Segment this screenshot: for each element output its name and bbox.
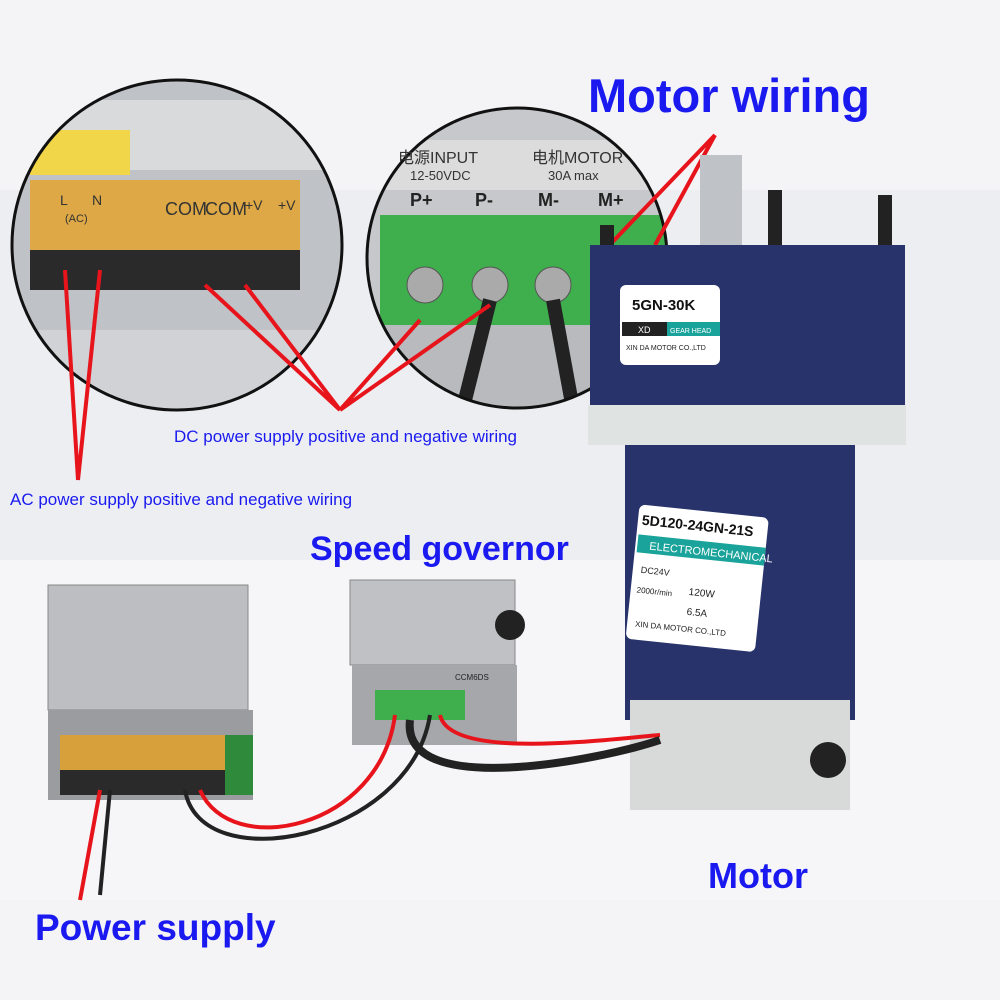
psu-label-l: L bbox=[60, 192, 68, 208]
psu-label-v2: +V bbox=[278, 197, 296, 213]
gearhead-type: GEAR HEAD bbox=[670, 328, 711, 335]
caption-power-supply: Power supply bbox=[35, 907, 276, 948]
motor-voltage: DC24V bbox=[640, 565, 670, 578]
motor-power: 120W bbox=[688, 587, 716, 601]
pointer-lines bbox=[63, 133, 717, 481]
psu-label-v1: +V bbox=[245, 197, 263, 213]
gov-input-range: 12-50VDC bbox=[410, 168, 471, 183]
gearhead-model: 5GN-30K bbox=[632, 297, 696, 314]
gov-input-label: 电源INPUT bbox=[398, 149, 478, 167]
caption-motor: Motor bbox=[708, 855, 808, 896]
psu-label-com2: COM bbox=[205, 199, 247, 219]
governor-model: CCM6DS bbox=[455, 673, 489, 682]
speed-governor-unit: CCM6DS bbox=[349, 579, 525, 745]
motor-current: 6.5A bbox=[686, 607, 708, 620]
cables bbox=[78, 714, 662, 901]
gearhead-maker: XIN DA MOTOR CO.,LTD bbox=[626, 345, 706, 352]
psu-label-ac: (AC) bbox=[65, 213, 88, 225]
psu-label-n: N bbox=[92, 192, 102, 208]
gov-motor-label: 电机MOTOR bbox=[532, 149, 623, 167]
motor: 5GN-30K XD GEAR HEAD XIN DA MOTOR CO.,LT… bbox=[588, 155, 906, 810]
caption-speed-governor: Speed governor bbox=[310, 530, 569, 568]
psu-label-com1: COM bbox=[165, 199, 207, 219]
gov-motor-range: 30A max bbox=[548, 168, 599, 183]
gov-pin-m-plus: M+ bbox=[598, 190, 624, 210]
gearhead-brand: XD bbox=[638, 325, 651, 335]
caption-ac-wiring: AC power supply positive and negative wi… bbox=[10, 490, 353, 509]
gov-pin-p-minus: P- bbox=[475, 190, 493, 210]
power-supply-unit bbox=[47, 584, 253, 800]
gov-pin-p-plus: P+ bbox=[410, 190, 433, 210]
motor-speed: 2000r/min bbox=[636, 586, 672, 599]
caption-dc-wiring: DC power supply positive and negative wi… bbox=[174, 427, 518, 446]
caption-motor-wiring: Motor wiring bbox=[588, 69, 870, 122]
gov-pin-m-minus: M- bbox=[538, 190, 559, 210]
